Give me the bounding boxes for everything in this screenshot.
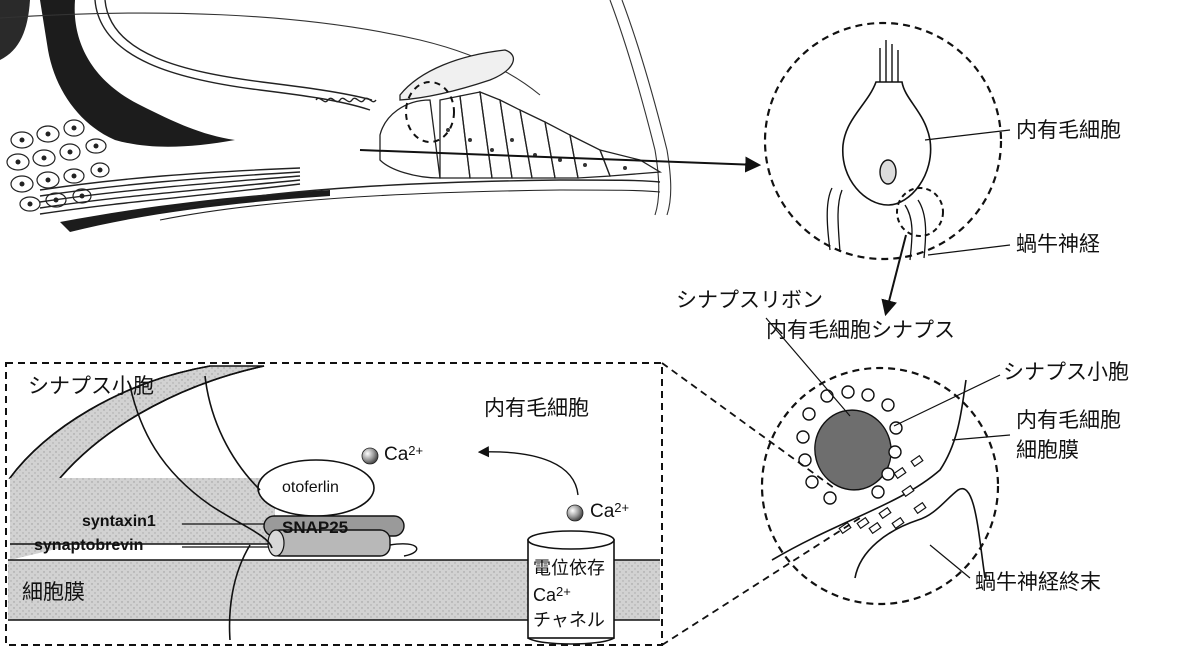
label-synaptobrevin: synaptobrevin: [34, 538, 143, 554]
label-nerve-terminal: 蝸牛神経終末: [975, 572, 1101, 593]
spiral-ganglion: [7, 120, 109, 211]
label-otoferlin: otoferlin: [282, 480, 339, 496]
ca-ion-upper: [362, 448, 378, 464]
label-ihc-membrane-line1: 内有毛細胞: [1016, 410, 1121, 431]
label-cochlear-nerve: 蝸牛神経: [1016, 234, 1100, 255]
label-ihc-membrane-line2: 細胞膜: [1016, 440, 1079, 461]
label-synaptic-ribbon: シナプスリボン: [676, 290, 823, 311]
cochlea-section: [0, 0, 758, 232]
synapse-zoom: [762, 318, 1010, 604]
label-inner-hair-cell: 内有毛細胞: [1016, 120, 1121, 141]
label-ca-lower: Ca2+: [590, 502, 629, 521]
label-syntaxin: syntaxin1: [82, 514, 156, 530]
label-ca-upper: Ca2+: [384, 445, 423, 464]
label-snap25: SNAP25: [282, 519, 348, 536]
hair-cell-zoom: [765, 23, 1010, 313]
label-cell-membrane: 細胞膜: [22, 582, 85, 603]
label-synaptic-vesicle: シナプス小胞: [1003, 362, 1129, 383]
label-channel-line1: 電位依存: [533, 560, 605, 578]
label-ihc-inset: 内有毛細胞: [484, 398, 589, 419]
label-ihc-synapse: 内有毛細胞シナプス: [766, 320, 955, 341]
ca-ion-lower: [567, 505, 583, 521]
molecular-inset: [6, 363, 860, 645]
ribbon-body: [806, 402, 900, 499]
label-synaptic-vesicle-inset: シナプス小胞: [28, 376, 154, 397]
label-channel-line3: チャネル: [533, 612, 605, 630]
label-channel-line2: Ca2+: [533, 586, 571, 604]
